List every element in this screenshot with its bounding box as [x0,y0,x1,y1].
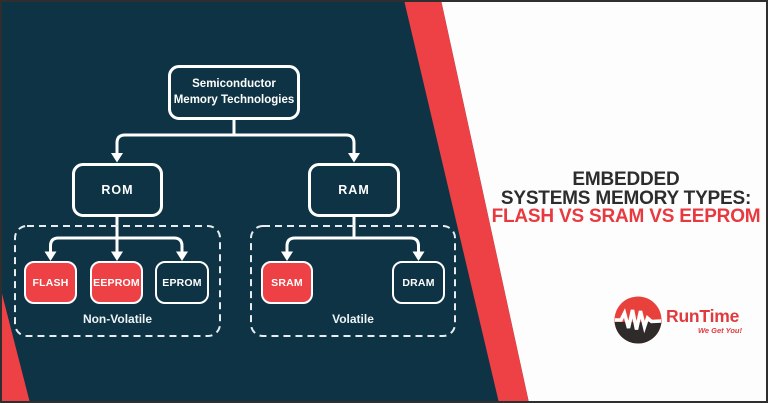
headline: EMBEDDED SYSTEMS MEMORY TYPES: FLASH VS … [486,169,766,227]
headline-line-1: EMBEDDED [572,169,680,190]
arrowhead-sram [281,251,293,261]
node-ram: RAM [308,163,400,217]
node-eprom: EPROM [155,261,209,304]
group-label-non-volatile: Non-Volatile [82,312,153,326]
arrowhead-flash [44,251,57,261]
group-box-non-volatile [14,225,221,337]
group-box-volatile [250,225,456,337]
connector-ram-bar [285,236,420,254]
arrowhead-dram [412,251,425,261]
group-label-volatile: Volatile [332,312,374,326]
node-sram: SRAM [261,261,313,304]
arrowhead-eprom [176,251,188,261]
node-root: Semiconductor Memory Technologies [168,65,300,120]
brand-name: RunTime [666,306,740,326]
connector-root-bar [115,133,356,160]
arrowhead-ram [348,153,360,163]
arrowhead-eeprom [111,251,123,261]
headline-line-2: SYSTEMS MEMORY TYPES: [500,187,752,209]
headline-line-3: FLASH VS SRAM VS EEPROM [491,206,761,227]
node-eeprom: EEPROM [90,261,143,304]
node-rom: ROM [72,163,163,217]
brand-tagline: We Get You! [697,326,742,335]
pulse-circle-icon [614,296,662,344]
node-dram: DRAM [392,261,445,304]
node-flash: FLASH [24,261,77,304]
connector-rom-bar [49,236,184,254]
arrowhead-rom [111,153,123,163]
